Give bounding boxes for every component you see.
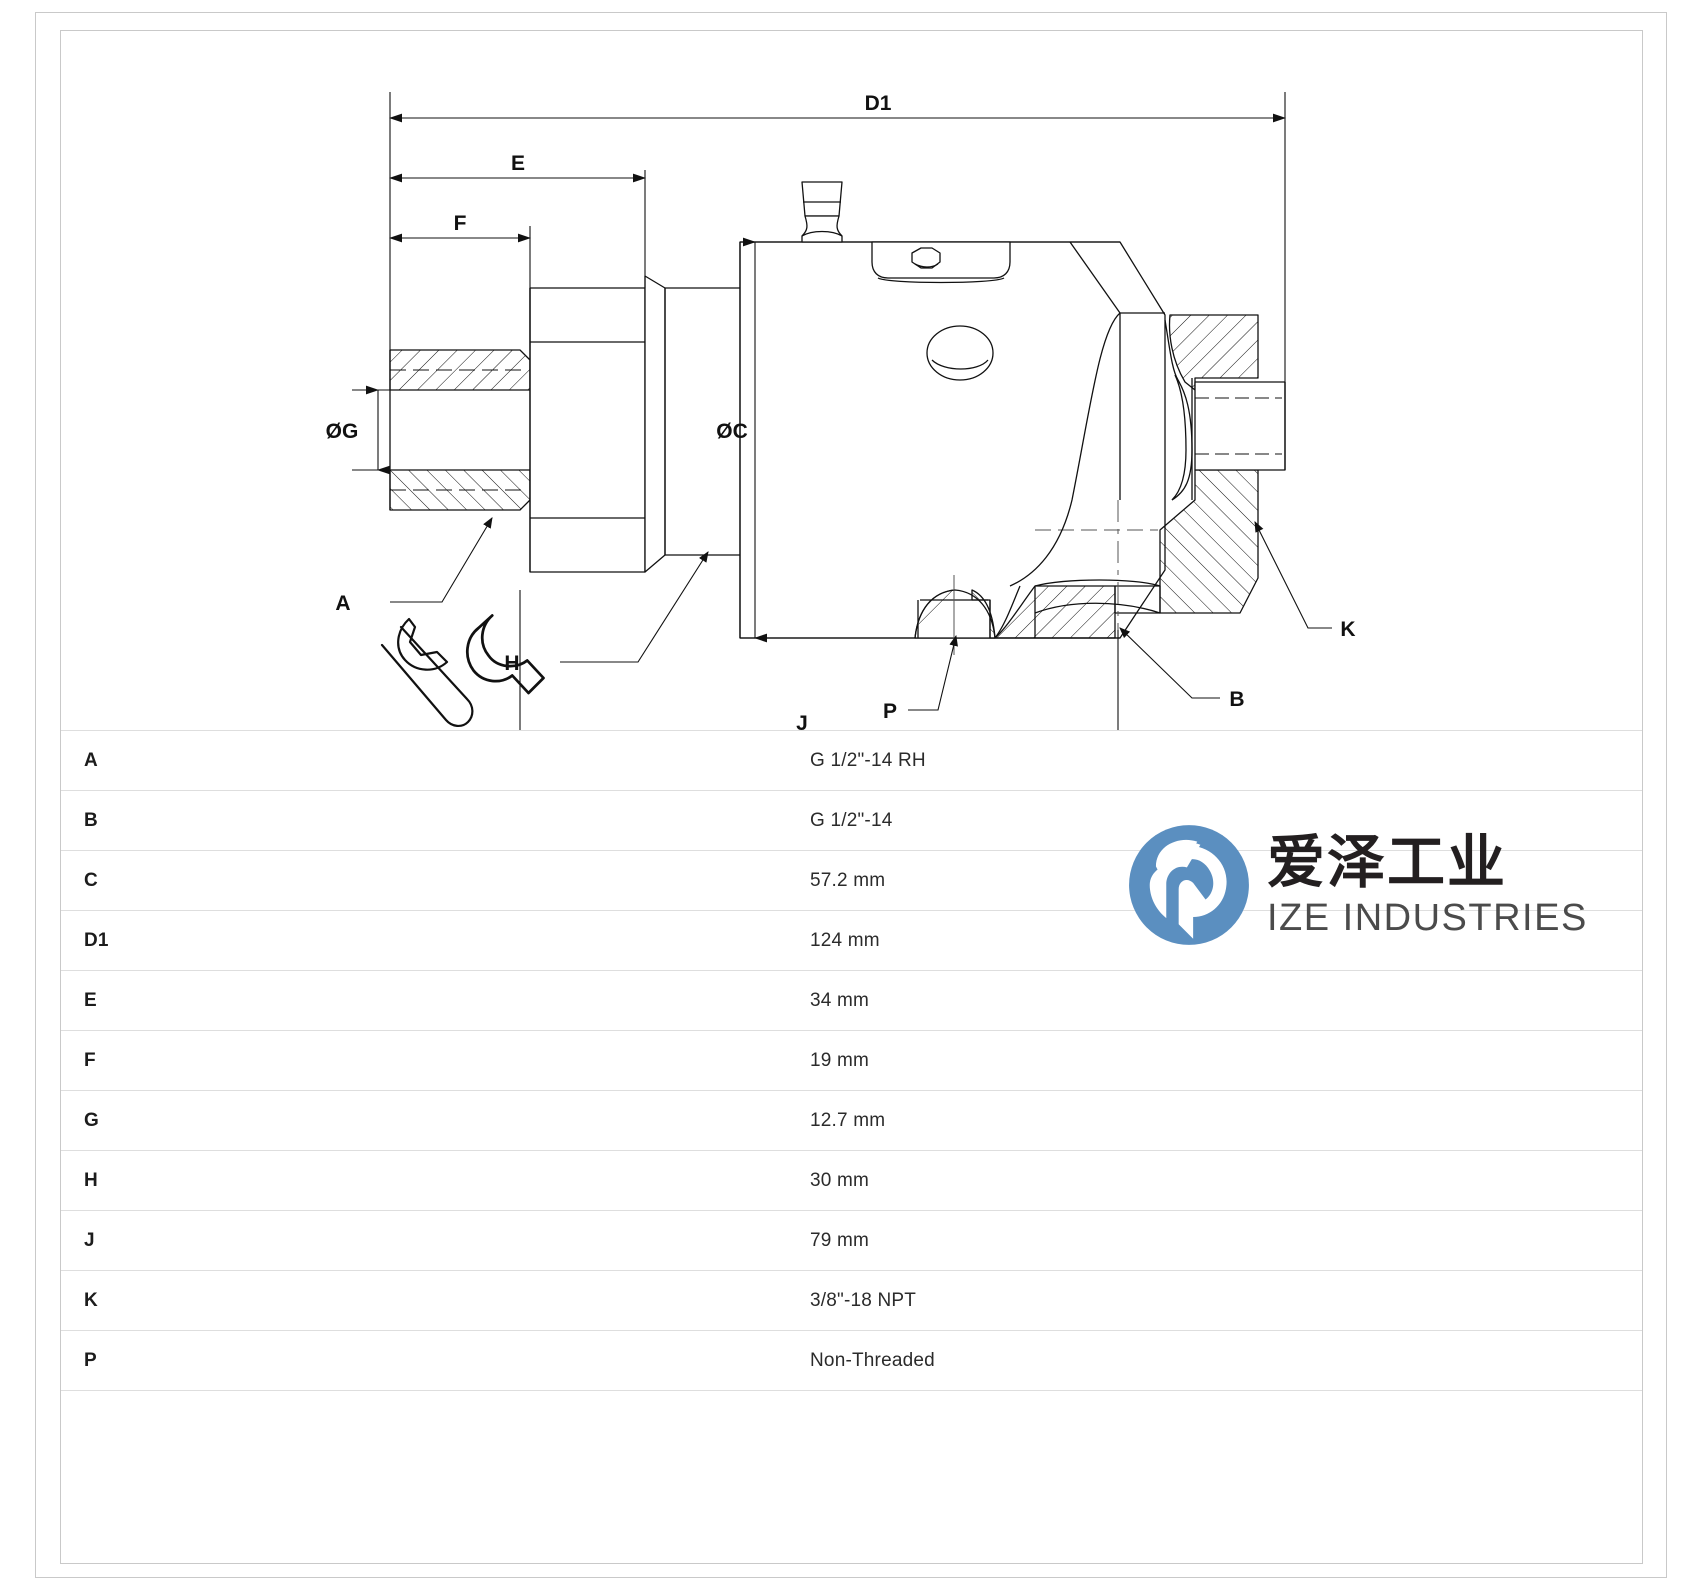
spec-value-c: 57.2 mm <box>804 850 1642 911</box>
spec-value-f: 19 mm <box>804 1030 1642 1091</box>
spec-value-p: Non-Threaded <box>804 1330 1642 1391</box>
callout-label-k: K <box>1340 618 1355 641</box>
spec-value-g: 12.7 mm <box>804 1090 1642 1151</box>
callout-label-b: B <box>1229 688 1244 711</box>
bottom-boss-p <box>914 575 996 655</box>
dim-label-c: ØC <box>716 420 748 443</box>
bottom-bore-b <box>994 500 1161 660</box>
spec-value-d1: 124 mm <box>804 910 1642 971</box>
spec-value-b: G 1/2"-14 <box>804 790 1642 851</box>
right-port-stub <box>1194 381 1286 471</box>
spec-key-b: B <box>61 790 804 851</box>
inner-border <box>60 30 1643 1564</box>
spec-key-g: G <box>61 1090 804 1151</box>
leader-k <box>1254 521 1332 629</box>
spec-value-e: 34 mm <box>804 970 1642 1031</box>
right-section-lower <box>1159 469 1259 614</box>
spec-key-c: C <box>61 850 804 911</box>
spec-key-p: P <box>61 1330 804 1391</box>
left-thread-upper <box>389 349 531 391</box>
right-section-upper <box>1168 314 1259 391</box>
main-body <box>739 241 1166 639</box>
internal-seal-lip <box>1164 319 1193 501</box>
engineering-drawing: D1 E F ØG ØC J A H P B K <box>60 30 1643 730</box>
callout-label-h: H <box>504 652 519 675</box>
dim-label-j: J <box>796 712 808 730</box>
left-thread-lower <box>389 469 531 511</box>
spec-value-k: 3/8"-18 NPT <box>804 1270 1642 1331</box>
callout-label-a: A <box>335 592 350 615</box>
leader-a <box>390 517 493 603</box>
dim-label-g: ØG <box>326 420 359 443</box>
spec-key-a: A <box>61 730 804 791</box>
shoulder-cylinder <box>644 275 740 573</box>
wrench-icon <box>380 614 545 727</box>
callout-label-p: P <box>883 700 897 723</box>
spec-key-f: F <box>61 1030 804 1091</box>
spec-value-a: G 1/2"-14 RH <box>804 730 1642 791</box>
leader-h <box>560 551 709 663</box>
hex-flat-body <box>529 287 646 573</box>
spec-value-h: 30 mm <box>804 1150 1642 1211</box>
dim-label-d1: D1 <box>865 92 892 115</box>
body-port-circle <box>926 325 994 381</box>
spec-key-e: E <box>61 970 804 1031</box>
drawing-canvas: D1 E F ØG ØC J A H P B K <box>326 92 1356 730</box>
dim-label-f: F <box>454 212 467 235</box>
leader-p <box>908 634 958 711</box>
leader-b <box>1119 627 1220 699</box>
spec-key-k: K <box>61 1270 804 1331</box>
outer-border <box>35 12 1667 1578</box>
spec-key-d1: D1 <box>61 910 804 971</box>
top-cap-plate <box>871 241 1011 284</box>
hex-bolt-head <box>911 247 941 269</box>
grease-nipple <box>801 181 843 243</box>
spec-value-j: 79 mm <box>804 1210 1642 1271</box>
dim-label-e: E <box>511 152 525 175</box>
spec-key-j: J <box>61 1210 804 1271</box>
spec-key-h: H <box>61 1150 804 1211</box>
